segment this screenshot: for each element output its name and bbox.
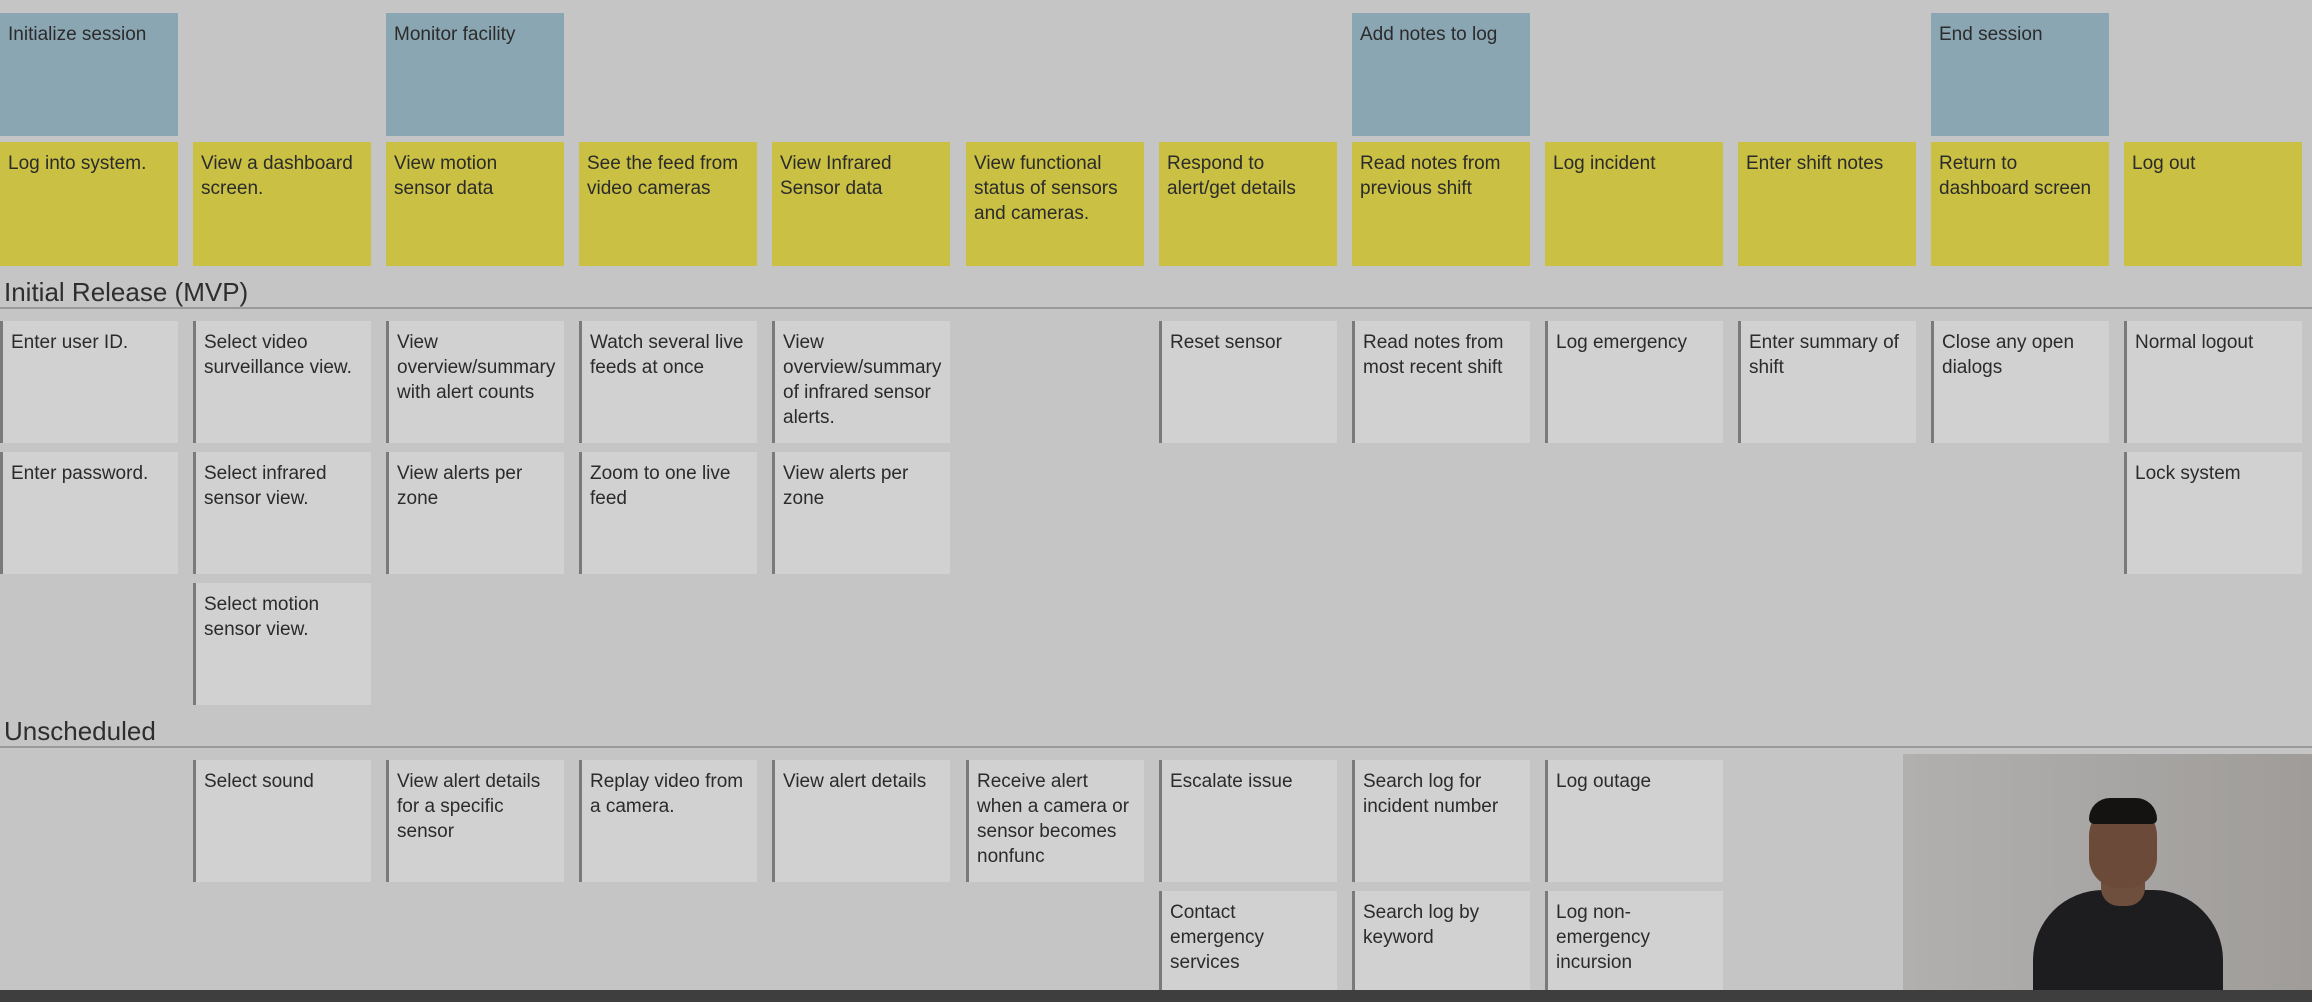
task-card[interactable]: See the feed from video cameras <box>579 142 757 266</box>
task-card[interactable]: View a dashboard screen. <box>193 142 371 266</box>
task-card[interactable]: Log into system. <box>0 142 178 266</box>
task-card[interactable]: View motion sensor data <box>386 142 564 266</box>
story-card[interactable]: Enter summary of shift <box>1738 321 1916 443</box>
story-card[interactable]: Select motion sensor view. <box>193 583 371 705</box>
story-card[interactable]: Receive alert when a camera or sensor be… <box>966 760 1144 882</box>
task-card[interactable]: Log out <box>2124 142 2302 266</box>
task-card[interactable]: Read notes from previous shift <box>1352 142 1530 266</box>
story-card[interactable]: Log outage <box>1545 760 1723 882</box>
task-card[interactable]: View functional status of sensors and ca… <box>966 142 1144 266</box>
release-label-mvp: Initial Release (MVP) <box>4 277 249 307</box>
story-card[interactable]: Select video surveillance view. <box>193 321 371 443</box>
release-divider <box>0 307 2312 309</box>
task-card[interactable]: Enter shift notes <box>1738 142 1916 266</box>
story-card[interactable]: View alert details <box>772 760 950 882</box>
story-card[interactable]: Enter user ID. <box>0 321 178 443</box>
story-card[interactable]: Search log by keyword <box>1352 891 1530 990</box>
story-card[interactable]: Replay video from a camera. <box>579 760 757 882</box>
story-card[interactable]: Zoom to one live feed <box>579 452 757 574</box>
presenter-hair <box>2089 798 2157 824</box>
story-card[interactable]: Search log for incident number <box>1352 760 1530 882</box>
activity-card-end-session[interactable]: End session <box>1931 13 2109 136</box>
story-card[interactable]: Select infrared sensor view. <box>193 452 371 574</box>
story-card[interactable]: Reset sensor <box>1159 321 1337 443</box>
story-card[interactable]: View alerts per zone <box>772 452 950 574</box>
task-card[interactable]: Respond to alert/get details <box>1159 142 1337 266</box>
story-card[interactable]: Enter password. <box>0 452 178 574</box>
presenter-shirt <box>2033 890 2223 990</box>
story-card[interactable]: Close any open dialogs <box>1931 321 2109 443</box>
activity-card-initialize-session[interactable]: Initialize session <box>0 13 178 136</box>
activity-card-monitor-facility[interactable]: Monitor facility <box>386 13 564 136</box>
story-card[interactable]: View overview/summary with alert counts <box>386 321 564 443</box>
story-card[interactable]: Contact emergency services <box>1159 891 1337 990</box>
task-card[interactable]: Return to dashboard screen <box>1931 142 2109 266</box>
release-divider <box>0 746 2312 748</box>
story-card[interactable]: Select sound <box>193 760 371 882</box>
story-card[interactable]: Log emergency <box>1545 321 1723 443</box>
task-card[interactable]: Log incident <box>1545 142 1723 266</box>
player-bar <box>0 990 2312 1002</box>
task-card[interactable]: View Infrared Sensor data <box>772 142 950 266</box>
story-card[interactable]: Normal logout <box>2124 321 2302 443</box>
activity-card-add-notes[interactable]: Add notes to log <box>1352 13 1530 136</box>
story-card[interactable]: View overview/summary of infrared sensor… <box>772 321 950 443</box>
story-card[interactable]: Watch several live feeds at once <box>579 321 757 443</box>
story-card[interactable]: Lock system <box>2124 452 2302 574</box>
story-card[interactable]: Log non-emergency incursion <box>1545 891 1723 990</box>
story-card[interactable]: View alert details for a specific sensor <box>386 760 564 882</box>
release-label-unscheduled: Unscheduled <box>4 716 156 746</box>
story-card[interactable]: Read notes from most recent shift <box>1352 321 1530 443</box>
story-card[interactable]: View alerts per zone <box>386 452 564 574</box>
story-card[interactable]: Escalate issue <box>1159 760 1337 882</box>
presenter-video <box>1903 754 2312 990</box>
